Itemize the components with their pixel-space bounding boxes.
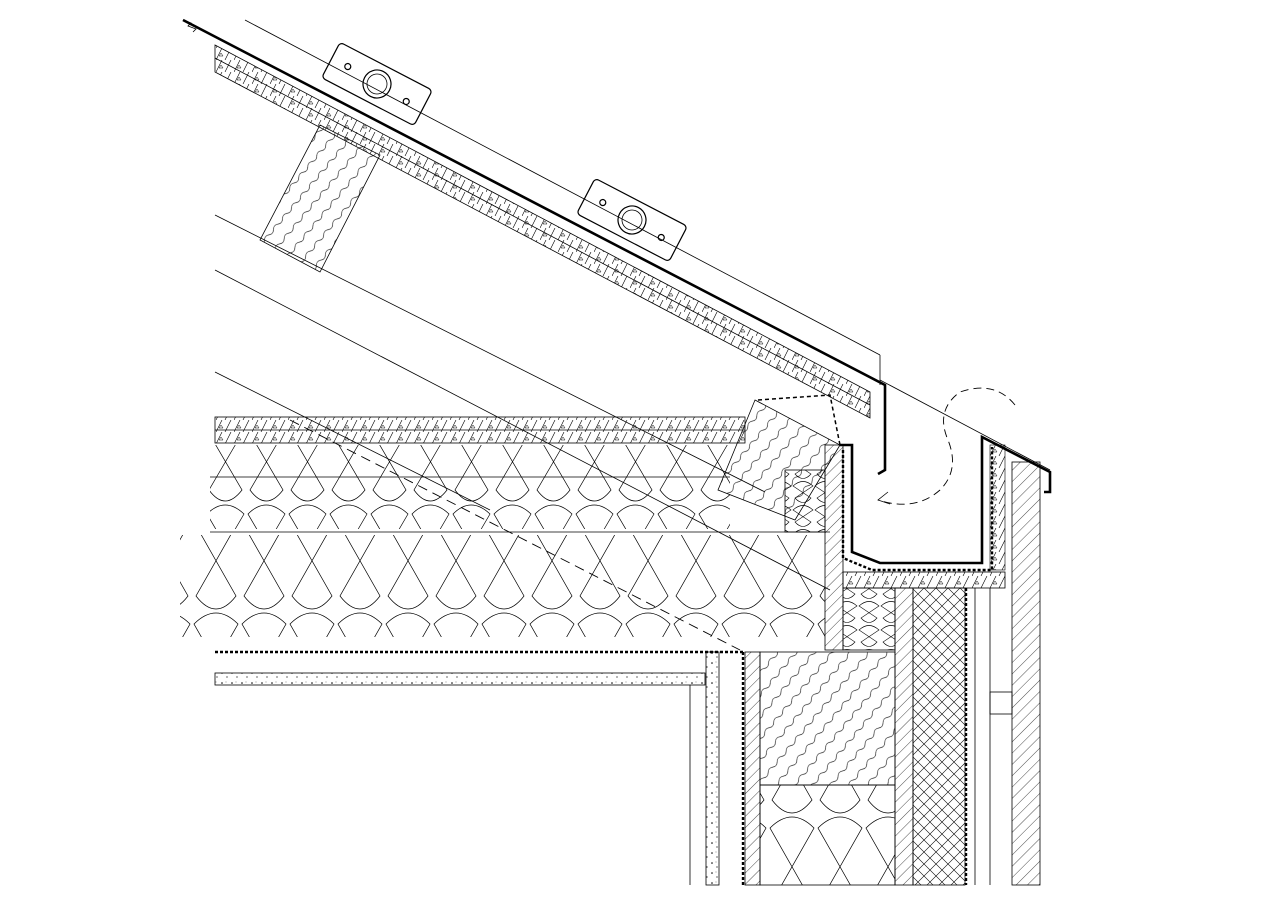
wall-insulation — [759, 784, 896, 886]
facade-cladding — [1011, 461, 1041, 886]
insulation-layer — [180, 535, 825, 637]
rafter-block — [259, 124, 381, 273]
snow-guard-bracket — [577, 179, 687, 261]
box-gutter — [840, 387, 1052, 572]
insulation-layer — [210, 445, 730, 529]
wall-assembly — [689, 444, 1041, 886]
wall-beam — [759, 651, 896, 786]
roof-structure — [182, 18, 1051, 591]
ceiling-assembly — [180, 416, 830, 686]
ceiling-board — [214, 672, 706, 686]
snow-guard-bracket — [322, 43, 432, 125]
